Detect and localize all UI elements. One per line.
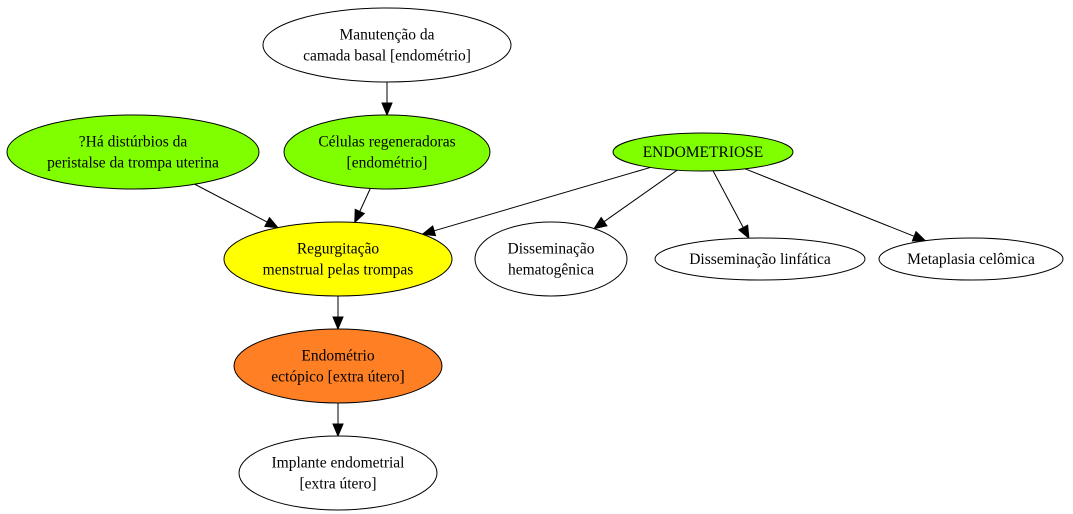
node-endometriose: ENDOMETRIOSE — [612, 132, 794, 172]
arrowhead-icon — [332, 423, 344, 438]
edge-endometriose-to-metaplasia — [744, 168, 927, 242]
arrowhead-icon — [264, 216, 279, 229]
arrowhead-icon — [737, 224, 750, 240]
edge-line — [194, 183, 268, 223]
edge-disturbios-to-regurgitacao — [194, 183, 279, 229]
edge-line — [712, 170, 744, 228]
edge-ectopico-to-implante — [332, 403, 344, 438]
edge-regurgitacao-to-ectopico — [332, 296, 344, 331]
edge-endometriose-to-hematogenica — [593, 169, 678, 230]
node-implante: Implante endometrial [extra útero] — [238, 435, 438, 511]
node-celulas: Células regeneradoras [endométrio] — [283, 114, 491, 190]
node-label-line: peristalse da trompa uterina — [47, 155, 219, 172]
node-disturbios: ?Há distúrbios da peristalse da trompa ut… — [6, 114, 260, 190]
node-label-line: ?Há distúrbios da — [79, 134, 188, 151]
node-ellipse — [612, 132, 794, 172]
node-label-line: Manutenção da — [339, 27, 434, 44]
node-label-line: [extra útero] — [299, 476, 376, 493]
edge-celulas-to-regurgitacao — [354, 188, 371, 224]
node-label-line: Metaplasia celômica — [907, 251, 1035, 268]
arrowhead-icon — [593, 216, 608, 230]
node-regurgitacao: Regurgitação menstrual pelas trompas — [223, 221, 453, 297]
node-ectopico: Endométrio ectópico [extra útero] — [233, 328, 443, 404]
edge-line — [359, 188, 371, 212]
node-label-line: hematogênica — [508, 262, 594, 279]
edges-layer — [194, 82, 927, 438]
arrowhead-icon — [332, 316, 344, 331]
node-label-line: Células regeneradoras — [318, 134, 455, 151]
node-label-line: Disseminação — [508, 241, 595, 258]
node-ellipse — [654, 237, 866, 281]
arrowhead-icon — [381, 102, 393, 117]
node-ellipse — [474, 221, 628, 297]
node-label-line: [endométrio] — [347, 155, 428, 172]
arrowhead-icon — [421, 225, 437, 237]
edge-endometriose-to-linfatica — [712, 170, 750, 240]
node-ellipse — [223, 221, 453, 297]
node-hematogenica: Disseminação hematogênica — [474, 221, 628, 297]
arrowhead-icon — [354, 208, 366, 224]
node-manutencao: Manutenção da camada basal [endométrio] — [262, 7, 512, 83]
node-label-line: Disseminação linfática — [689, 251, 831, 268]
node-label-line: ENDOMETRIOSE — [643, 144, 764, 161]
node-ellipse — [283, 114, 491, 190]
node-ellipse — [262, 7, 512, 83]
node-label-line: ectópico [extra útero] — [271, 369, 404, 386]
node-linfatica: Disseminação linfática — [654, 237, 866, 281]
node-label-line: Implante endometrial — [272, 455, 405, 472]
node-label-line: camada basal [endométrio] — [303, 48, 471, 65]
arrowhead-icon — [911, 230, 927, 242]
edge-line — [603, 169, 678, 223]
edge-manutencao-to-celulas — [381, 82, 393, 117]
edge-line — [433, 166, 651, 232]
edge-endometriose-to-regurgitacao — [421, 166, 651, 237]
node-ellipse — [6, 114, 260, 190]
node-label-line: Regurgitação — [297, 241, 380, 258]
nodes-layer: Manutenção da camada basal [endométrio] ?H… — [6, 7, 1064, 511]
node-ellipse — [878, 237, 1064, 281]
node-label-line: menstrual pelas trompas — [263, 262, 414, 279]
node-label-line: Endométrio — [301, 348, 374, 365]
node-ellipse — [233, 328, 443, 404]
node-metaplasia: Metaplasia celômica — [878, 237, 1064, 281]
edge-line — [744, 168, 915, 237]
node-ellipse — [238, 435, 438, 511]
